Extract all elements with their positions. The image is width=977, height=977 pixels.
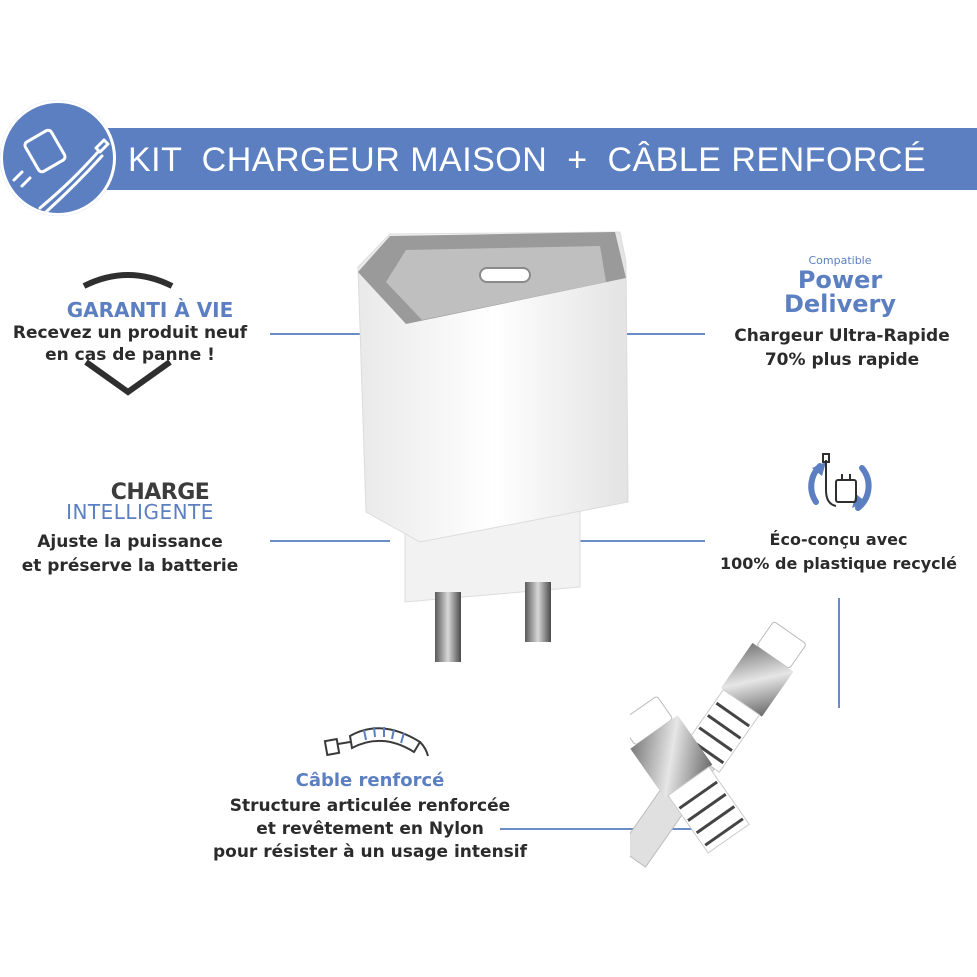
power-delivery-line-2: 70% plus rapide (764, 350, 920, 370)
cable-description: Structure articulée renforcée et revêtem… (190, 795, 550, 864)
power-delivery-description: Chargeur Ultra-Rapide 70% plus rapide (712, 324, 972, 372)
eco-line-1: Éco-conçu avec (769, 530, 908, 549)
garanti-title: GARANTI À VIE (66, 298, 234, 322)
cable-line-3: pour résister à un usage intensif (212, 842, 528, 862)
charge-title-line-1: CHARGE (110, 480, 210, 505)
eco-line-2: 100% de plastique recyclé (719, 554, 957, 573)
garanti-line-1: Recevez un produit neuf (12, 323, 248, 343)
charge-line-2: et préserve la batterie (21, 556, 239, 576)
cable-title: Câble renforcé (295, 770, 445, 791)
connector-line-charge (270, 540, 390, 542)
connector-line-cable-vertical (838, 598, 840, 708)
charge-title-line-2: INTELLIGENTE (66, 500, 214, 524)
garanti-description: Recevez un produit neuf en cas de panne … (0, 322, 260, 366)
power-delivery-title-line-1: Power (797, 266, 883, 294)
compatible-label: Compatible (808, 254, 872, 267)
header-banner (60, 128, 977, 190)
cable-line-2: et revêtement en Nylon (256, 819, 484, 839)
charge-description: Ajuste la puissance et préserve la batte… (0, 530, 260, 578)
power-delivery-line-1: Chargeur Ultra-Rapide (734, 326, 950, 346)
reinforced-cable-icon (323, 726, 429, 757)
eco-description: Éco-conçu avec 100% de plastique recyclé (700, 528, 977, 576)
charger-cable-icon (0, 100, 116, 216)
power-delivery-title-line-2: Delivery (783, 290, 897, 318)
recycle-charger-icon (808, 453, 872, 511)
connector-line-eco (580, 540, 705, 542)
charge-line-1: Ajuste la puissance (37, 532, 223, 552)
connector-line-cable (500, 828, 700, 830)
power-delivery-title: Power Delivery (760, 268, 920, 316)
cable-line-1: Structure articulée renforcée (229, 796, 511, 816)
page-title: KIT CHARGEUR MAISON + CÂBLE RENFORCÉ (128, 141, 927, 179)
shield-icon (82, 272, 174, 396)
connector-line-power (625, 333, 705, 335)
cables-image (630, 621, 806, 868)
connector-line-garanti (270, 333, 360, 335)
garanti-line-2: en cas de panne ! (45, 345, 215, 365)
charger-image (357, 231, 629, 662)
